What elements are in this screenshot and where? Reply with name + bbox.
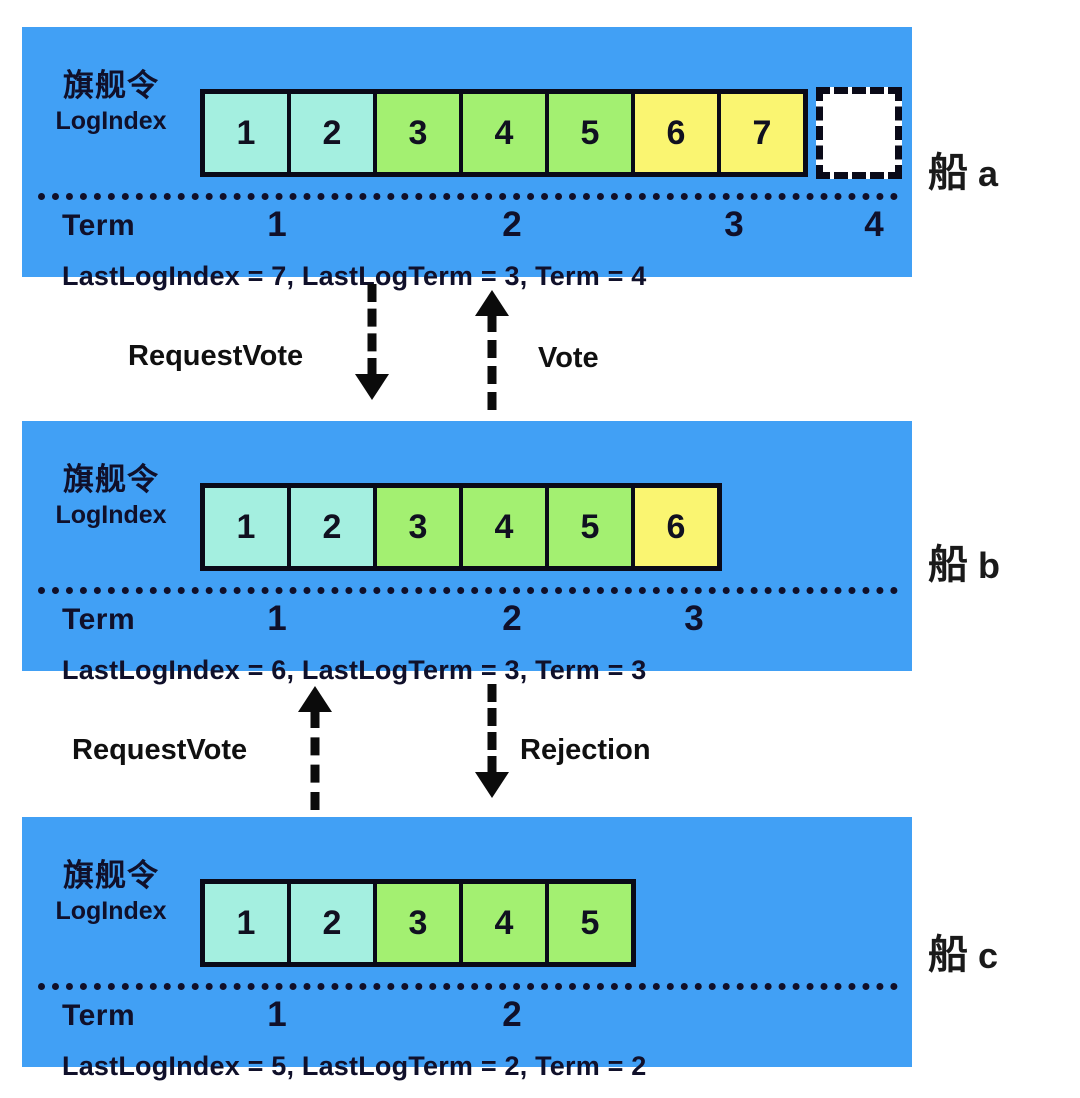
log-index-label-cn-a: 旗舰令: [63, 68, 159, 103]
log-cell[interactable]: 3: [377, 488, 459, 566]
term-number: 3: [684, 599, 704, 638]
term-number: 3: [724, 205, 744, 244]
term-word-c: Term: [62, 999, 136, 1032]
log-strip-a: 1 2 3 4 5 6 7: [200, 89, 808, 177]
term-row-b: Term 1 2 3: [22, 599, 912, 649]
log-index-label-en-b: LogIndex: [55, 500, 167, 529]
ship-panel-a: 旗舰令 LogIndex 1 2 3 4 5 6 7 Term 1 2 3 4 …: [22, 27, 912, 291]
message-label-rejection-bc: Rejection: [520, 734, 651, 766]
term-word-b: Term: [62, 603, 136, 636]
term-row-a: Term 1 2 3 4: [22, 205, 912, 255]
ship-name-cn-c: 船: [928, 933, 968, 977]
term-number: 2: [502, 205, 522, 244]
log-cell[interactable]: 4: [463, 488, 545, 566]
log-cell[interactable]: 5: [549, 488, 631, 566]
term-word-a: Term: [62, 209, 136, 242]
ship-summary-a: LastLogIndex = 7, LastLogTerm = 3, Term …: [62, 261, 647, 291]
log-cell[interactable]: 5: [549, 94, 631, 172]
log-index-label-en-c: LogIndex: [55, 896, 167, 925]
log-index-label-en-a: LogIndex: [55, 106, 167, 135]
panel-divider-c: [38, 983, 898, 990]
ship-panel-b: 旗舰令 LogIndex 1 2 3 4 5 6 Term 1 2 3 Last…: [22, 421, 912, 685]
log-strip-b: 1 2 3 4 5 6: [200, 483, 722, 571]
log-cell[interactable]: 6: [635, 94, 717, 172]
log-cell[interactable]: 1: [205, 488, 287, 566]
log-index-label-a: 旗舰令 LogIndex: [36, 68, 186, 136]
log-cell[interactable]: 2: [291, 884, 373, 962]
ship-name-id-b: b: [978, 545, 1000, 586]
log-cell[interactable]: 7: [721, 94, 803, 172]
ship-name-cn-b: 船: [928, 543, 968, 587]
log-cell-placeholder-a[interactable]: [816, 87, 902, 179]
term-number: 1: [267, 205, 287, 244]
ship-summary-c: LastLogIndex = 5, LastLogTerm = 2, Term …: [62, 1051, 647, 1081]
term-number: 2: [502, 599, 522, 638]
log-strip-c: 1 2 3 4 5: [200, 879, 636, 967]
log-cell[interactable]: 3: [377, 94, 459, 172]
log-cell[interactable]: 3: [377, 884, 459, 962]
message-label-vote-ba: Vote: [538, 342, 599, 374]
log-cell[interactable]: 2: [291, 488, 373, 566]
log-cell[interactable]: 2: [291, 94, 373, 172]
message-label-request-vote-ab: RequestVote: [128, 340, 304, 372]
log-cell[interactable]: 1: [205, 884, 287, 962]
log-cell[interactable]: 1: [205, 94, 287, 172]
log-cell[interactable]: 4: [463, 884, 545, 962]
term-number: 2: [502, 995, 522, 1034]
log-cell[interactable]: 6: [635, 488, 717, 566]
panel-divider-b: [38, 587, 898, 594]
term-number: 1: [267, 995, 287, 1034]
log-cell[interactable]: 5: [549, 884, 631, 962]
ship-name-id-a: a: [978, 153, 999, 194]
ship-panel-c: 旗舰令 LogIndex 1 2 3 4 5 Term 1 2 LastLogI…: [22, 817, 912, 1081]
ship-summary-b: LastLogIndex = 6, LastLogTerm = 3, Term …: [62, 655, 647, 685]
message-label-request-vote-cb: RequestVote: [72, 734, 248, 766]
panel-divider-a: [38, 193, 898, 200]
ship-name-id-c: c: [978, 935, 999, 976]
log-index-label-cn-b: 旗舰令: [63, 462, 159, 497]
term-number: 4: [864, 205, 884, 244]
term-row-c: Term 1 2: [22, 995, 912, 1045]
ship-name-cn-a: 船: [928, 151, 968, 195]
log-index-label-c: 旗舰令 LogIndex: [36, 858, 186, 926]
term-number: 1: [267, 599, 287, 638]
log-index-label-b: 旗舰令 LogIndex: [36, 462, 186, 530]
log-cell[interactable]: 4: [463, 94, 545, 172]
log-index-label-cn-c: 旗舰令: [63, 858, 159, 893]
